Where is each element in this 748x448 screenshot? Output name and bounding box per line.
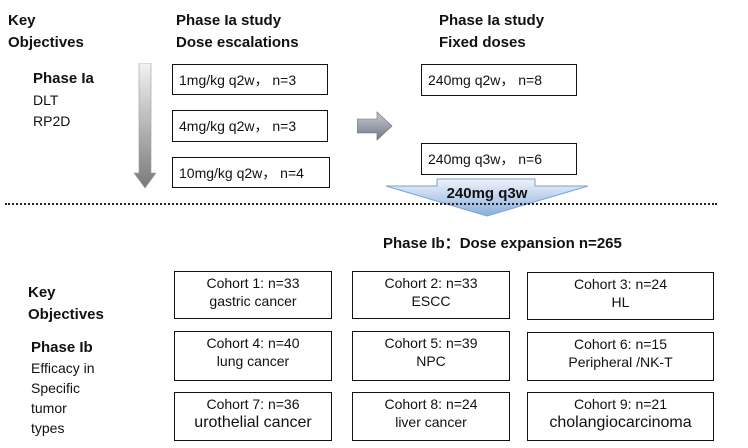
cohort-label: Cohort 5: n=39 [384,335,478,351]
key-objectives-1b-label: Key Objectives [28,284,104,323]
cohort-label: Cohort 7: n=36 [206,396,300,412]
section-divider [5,203,717,205]
cohort-box-6: Cohort 6: n=15 Peripheral /NK-T [527,332,714,381]
cohort-label: Cohort 8: n=24 [384,396,478,412]
cohort-box-4: Cohort 4: n=40 lung cancer [174,331,332,381]
objective-dlt: DLT [33,92,59,108]
cohort-box-7: Cohort 7: n=36 urothelial cancer [174,392,332,441]
cohort-box-8: Cohort 8: n=24 liver cancer [352,392,510,441]
cohort-label: Cohort 2: n=33 [384,275,478,291]
cohort-label: Cohort 6: n=15 [573,336,667,352]
cohort-tumor: urothelial cancer [194,414,312,431]
cohort-tumor: cholangiocarcinoma [549,414,692,431]
cohort-box-5: Cohort 5: n=39 NPC [352,331,510,381]
cohort-tumor: Peripheral /NK-T [568,354,673,370]
cohort-tumor: ESCC [411,293,451,309]
right-arrow [357,111,393,141]
cohort-label: Cohort 4: n=40 [206,335,300,351]
cohort-box-9: Cohort 9: n=21 cholangiocarcinoma [527,392,714,441]
fixed-header: Phase Ia study Fixed doses [439,12,545,51]
selected-dose-arrow [385,178,589,217]
phase-1b-objectives: Phase Ib Efficacy in Specific tumor type… [31,339,95,436]
cohort-tumor: lung cancer [216,353,290,369]
phase-1b-title: Phase Ib：Dose expansion n=265 [383,235,622,252]
cohort-box-1: Cohort 1: n=33 gastric cancer [174,271,332,319]
cohort-box-2: Cohort 2: n=33 ESCC [352,271,510,319]
phase-1b-label: Phase Ib [31,339,93,356]
escalation-dose-box-3: 10mg/kg q2w， n=4 [172,157,330,188]
cohort-label: Cohort 1: n=33 [206,275,300,291]
escalation-dose-box-2: 4mg/kg q2w， n=3 [172,110,328,142]
escalation-header: Phase Ia study Dose escalations [176,12,299,51]
selected-dose-label: 240mg q3w [446,185,528,202]
fixed-dose-box-2: 240mg q3w， n=6 [421,143,577,175]
key-objectives-1a-label: Key Objectives [8,12,84,51]
cohort-box-3: Cohort 3: n=24 HL [527,272,714,320]
phase-1a-label: Phase Ia [33,70,94,87]
escalation-dose-box-1: 1mg/kg q2w， n=3 [172,64,328,95]
cohort-tumor: gastric cancer [209,293,297,309]
cohort-tumor: liver cancer [395,414,467,430]
cohort-label: Cohort 9: n=21 [573,396,667,412]
phase-1a-objectives: Phase Ia DLT RP2D [33,68,94,132]
cohort-tumor: HL [611,294,630,310]
fixed-dose-box-1: 240mg q2w， n=8 [421,64,577,96]
cohort-label: Cohort 3: n=24 [573,276,667,292]
dose-escalation-down-arrow [133,63,157,189]
cohort-tumor: NPC [416,353,446,369]
objective-rp2d: RP2D [33,113,71,129]
